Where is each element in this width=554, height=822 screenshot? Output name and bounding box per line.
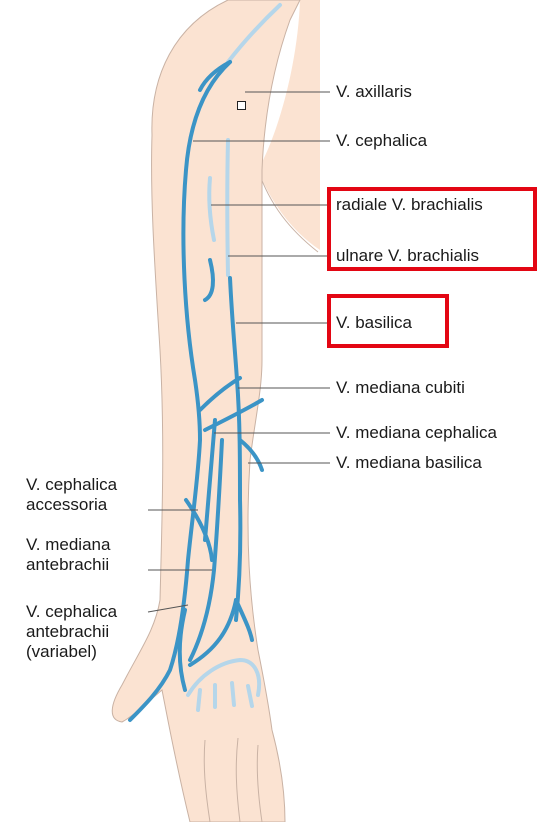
label-v-cephalica: V. cephalica <box>336 131 427 151</box>
highlight-box-brachialis <box>327 187 537 271</box>
label-v-mediana-cephalica: V. mediana cephalica <box>336 423 497 443</box>
axillaris-marker <box>237 101 246 110</box>
label-v-mediana-basilica: V. mediana basilica <box>336 453 482 473</box>
arm-shape <box>112 0 300 822</box>
label-v-axillaris: V. axillaris <box>336 82 412 102</box>
label-v-mediana-cubiti: V. mediana cubiti <box>336 378 465 398</box>
vein-brachialis-ulnar <box>227 140 228 275</box>
highlight-box-basilica <box>327 294 449 348</box>
label-v-cephalica-accessoria: V. cephalica accessoria <box>26 475 117 515</box>
label-v-cephalica-antebrachii: V. cephalica antebrachii (variabel) <box>26 602 117 662</box>
label-v-mediana-antebrachii: V. mediana antebrachii <box>26 535 110 575</box>
